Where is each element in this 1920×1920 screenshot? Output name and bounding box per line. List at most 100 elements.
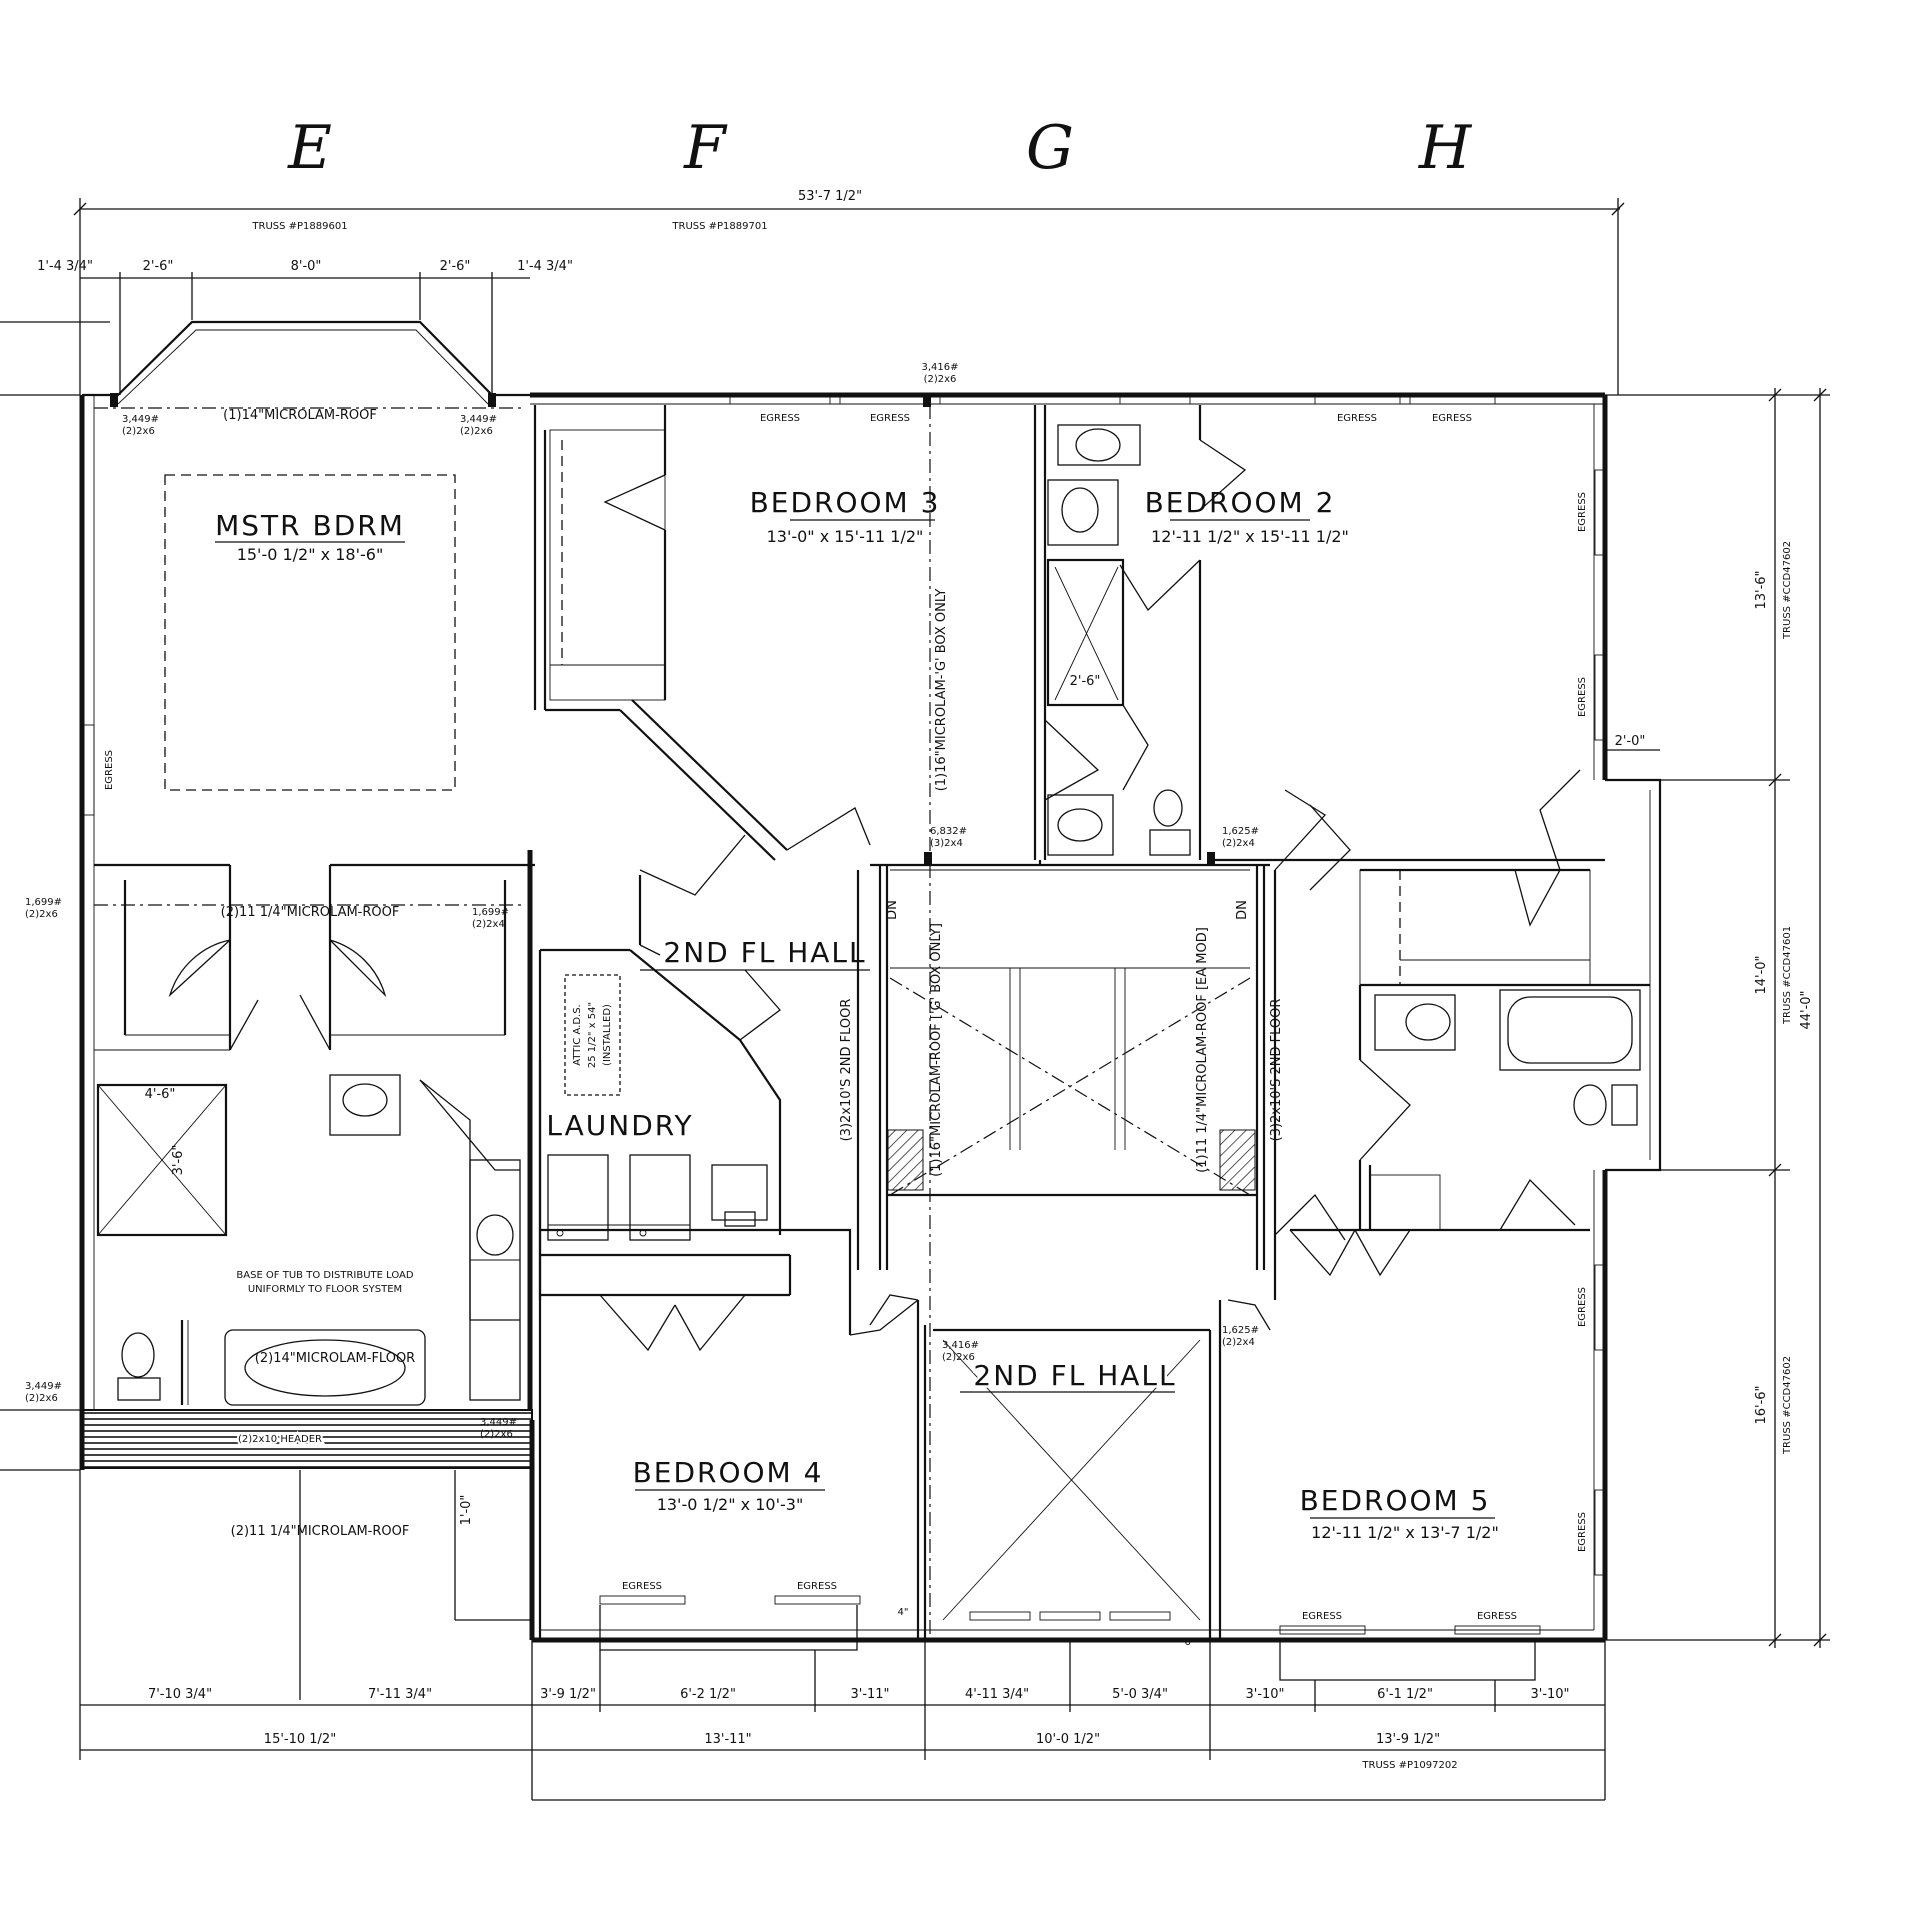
bedroom-2: BEDROOM 2 12'-11 1/2" x 15'-11 1/2" EGRE… [1145, 395, 1660, 751]
master-bedroom: MSTR BDRM 15'-0 1/2" x 18'-6" (1)14"MICR… [83, 407, 525, 816]
svg-text:BEDROOM 4: BEDROOM 4 [633, 1456, 824, 1489]
svg-text:(2)2x6: (2)2x6 [924, 374, 957, 385]
bath-2 [1215, 769, 1650, 1230]
svg-text:(1)16"MICROLAM-'G' BOX ONLY: (1)16"MICROLAM-'G' BOX ONLY [934, 589, 949, 792]
svg-text:EGRESS: EGRESS [1337, 413, 1377, 424]
svg-text:ATTIC A.D.S.: ATTIC A.D.S. [572, 1004, 583, 1065]
svg-text:(3)2x10'S 2ND FLOOR: (3)2x10'S 2ND FLOOR [1269, 999, 1284, 1142]
svg-text:BASE OF TUB TO DISTRIBUTE LOAD: BASE OF TUB TO DISTRIBUTE LOAD [236, 1270, 414, 1281]
right-dimensions: 13'-6" TRUSS #CCD47602 14'-0" TRUSS #CCD… [1605, 388, 1830, 1648]
svg-text:5'-0 3/4": 5'-0 3/4" [1112, 1687, 1168, 1702]
svg-text:(2)2x6: (2)2x6 [480, 1429, 513, 1440]
svg-text:3'-9 1/2": 3'-9 1/2" [540, 1687, 596, 1702]
svg-text:4": 4" [898, 1607, 909, 1618]
svg-text:15'-0 1/2" x 18'-6": 15'-0 1/2" x 18'-6" [237, 545, 384, 564]
svg-text:13'-9 1/2": 13'-9 1/2" [1376, 1732, 1440, 1747]
hall-bath: 2'-6" [1033, 395, 1247, 860]
grid-letter-f: F [683, 113, 728, 183]
svg-text:(2)2x6: (2)2x6 [942, 1352, 975, 1363]
svg-text:15'-10 1/2": 15'-10 1/2" [264, 1732, 336, 1747]
svg-text:53'-7 1/2": 53'-7 1/2" [798, 189, 862, 204]
svg-text:(2)2x4: (2)2x4 [1222, 1337, 1255, 1348]
svg-text:2'-0": 2'-0" [1615, 734, 1646, 749]
svg-text:DN: DN [885, 900, 900, 920]
svg-text:EGRESS: EGRESS [1302, 1611, 1342, 1622]
svg-text:1,699#: 1,699# [25, 897, 62, 908]
bay-window-dimensions: 1'-4 3/4" 2'-6" 8'-0" 2'-6" 1'-4 3/4" [37, 259, 573, 395]
porch-area: (2)11 1/4"MICROLAM-ROOF 1'-0" [231, 1470, 532, 1700]
svg-text:12'-11 1/2" x 13'-7 1/2": 12'-11 1/2" x 13'-7 1/2" [1311, 1523, 1499, 1542]
svg-text:4'-11 3/4": 4'-11 3/4" [965, 1687, 1029, 1702]
svg-text:12'-11 1/2" x 15'-11 1/2": 12'-11 1/2" x 15'-11 1/2" [1151, 527, 1349, 546]
svg-text:TRUSS #CCD47601: TRUSS #CCD47601 [1782, 926, 1793, 1025]
svg-text:6,832#: 6,832# [930, 826, 967, 837]
svg-text:3'-6": 3'-6" [171, 1145, 186, 1176]
svg-text:(2)11 1/4"MICROLAM-ROOF: (2)11 1/4"MICROLAM-ROOF [221, 905, 400, 920]
svg-text:16'-6": 16'-6" [1754, 1385, 1769, 1424]
svg-text:EGRESS: EGRESS [622, 1581, 662, 1592]
svg-text:13'-0" x 15'-11 1/2": 13'-0" x 15'-11 1/2" [767, 527, 924, 546]
bedroom-3: BEDROOM 3 13'-0" x 15'-11 1/2" EGRESS EG… [533, 395, 949, 1640]
svg-text:7'-11 3/4": 7'-11 3/4" [368, 1687, 432, 1702]
svg-text:(2)14"MICROLAM-FLOOR: (2)14"MICROLAM-FLOOR [255, 1351, 415, 1366]
svg-text:TRUSS #CCD47602: TRUSS #CCD47602 [1782, 1356, 1793, 1455]
svg-text:(1)11 1/4"MICROLAM-ROOF [EA MO: (1)11 1/4"MICROLAM-ROOF [EA MOD] [1195, 927, 1210, 1173]
svg-text:2ND FL HALL: 2ND FL HALL [973, 1359, 1176, 1392]
svg-text:6'-1 1/2": 6'-1 1/2" [1377, 1687, 1433, 1702]
svg-text:2'-6": 2'-6" [440, 259, 471, 274]
grid-letter-h: H [1418, 113, 1473, 183]
svg-text:TRUSS #P1097202: TRUSS #P1097202 [1361, 1760, 1457, 1771]
svg-text:3'-11": 3'-11" [850, 1687, 889, 1702]
svg-text:1'-4 3/4": 1'-4 3/4" [517, 259, 573, 274]
svg-text:(INSTALLED): (INSTALLED) [602, 1004, 613, 1066]
svg-text:EGRESS: EGRESS [1577, 1287, 1588, 1327]
svg-text:EGRESS: EGRESS [1577, 677, 1588, 717]
svg-text:(3)2x10'S 2ND FLOOR: (3)2x10'S 2ND FLOOR [839, 999, 854, 1142]
svg-text:1'-4 3/4": 1'-4 3/4" [37, 259, 93, 274]
svg-text:(1)16"MICROLAM-ROOF ['G' BOX O: (1)16"MICROLAM-ROOF ['G' BOX ONLY] [929, 923, 944, 1177]
svg-text:3,449#: 3,449# [122, 414, 159, 425]
svg-text:EGRESS: EGRESS [870, 413, 910, 424]
svg-text:(2)2x4: (2)2x4 [472, 919, 505, 930]
svg-text:44'-0": 44'-0" [1799, 990, 1814, 1029]
svg-text:3,449#: 3,449# [460, 414, 497, 425]
svg-text:3,449#: 3,449# [480, 1417, 517, 1428]
svg-text:6": 6" [1185, 1637, 1196, 1648]
svg-text:(2)2x6: (2)2x6 [460, 426, 493, 437]
svg-text:10'-0 1/2": 10'-0 1/2" [1036, 1732, 1100, 1747]
svg-text:13'-6": 13'-6" [1754, 570, 1769, 609]
lower-hall: 2ND FL HALL [869, 1294, 1271, 1640]
svg-text:2ND FL HALL: 2ND FL HALL [663, 936, 866, 969]
svg-text:13'-0 1/2" x 10'-3": 13'-0 1/2" x 10'-3" [657, 1495, 804, 1514]
svg-text:EGRESS: EGRESS [1432, 413, 1472, 424]
bedroom-4: BEDROOM 4 13'-0 1/2" x 10'-3" EGRESS EGR… [599, 1300, 927, 1651]
svg-text:1,625#: 1,625# [1222, 1325, 1259, 1336]
svg-text:TRUSS #P1889601: TRUSS #P1889601 [251, 221, 347, 232]
svg-text:2'-6": 2'-6" [143, 259, 174, 274]
svg-text:EGRESS: EGRESS [760, 413, 800, 424]
svg-text:DN: DN [1235, 900, 1250, 920]
svg-text:EGRESS: EGRESS [1577, 1512, 1588, 1552]
svg-text:(2)2x6: (2)2x6 [122, 426, 155, 437]
header-label: (2)2x10 HEADER [238, 1434, 322, 1445]
svg-text:13'-11": 13'-11" [704, 1732, 751, 1747]
svg-text:1,625#: 1,625# [1222, 826, 1259, 837]
svg-text:7'-10 3/4": 7'-10 3/4" [148, 1687, 212, 1702]
grid-letter-e: E [287, 113, 332, 183]
svg-text:(1)14"MICROLAM-ROOF: (1)14"MICROLAM-ROOF [223, 408, 377, 423]
svg-text:1'-0": 1'-0" [459, 1495, 474, 1526]
bottom-dimensions: 7'-10 3/4" 7'-11 3/4" 3'-9 1/2" 6'-2 1/2… [79, 1470, 1606, 1801]
svg-text:(2)2x4: (2)2x4 [1222, 838, 1255, 849]
bedroom-5: BEDROOM 5 12'-11 1/2" x 13'-7 1/2" EGRES… [1273, 789, 1604, 1681]
svg-text:TRUSS #P1889701: TRUSS #P1889701 [671, 221, 767, 232]
svg-text:3,449#: 3,449# [25, 1381, 62, 1392]
stair-area: DN DN (1)16"MICROLAM-ROOF ['G' BOX ONLY]… [839, 860, 1284, 1270]
svg-text:3'-10": 3'-10" [1530, 1687, 1569, 1702]
point-loads: 3,416# (2)2x6 3,449# (2)2x6 3,449# (2)2x… [25, 362, 1259, 1440]
svg-text:BEDROOM 5: BEDROOM 5 [1300, 1484, 1491, 1517]
svg-text:EGRESS: EGRESS [1477, 1611, 1517, 1622]
svg-text:EGRESS: EGRESS [104, 750, 115, 790]
overall-width-dimension: 53'-7 1/2" TRUSS #P1889601 TRUSS #P18897… [73, 189, 1625, 395]
svg-text:25 1/2" x 54": 25 1/2" x 54" [587, 1002, 598, 1068]
